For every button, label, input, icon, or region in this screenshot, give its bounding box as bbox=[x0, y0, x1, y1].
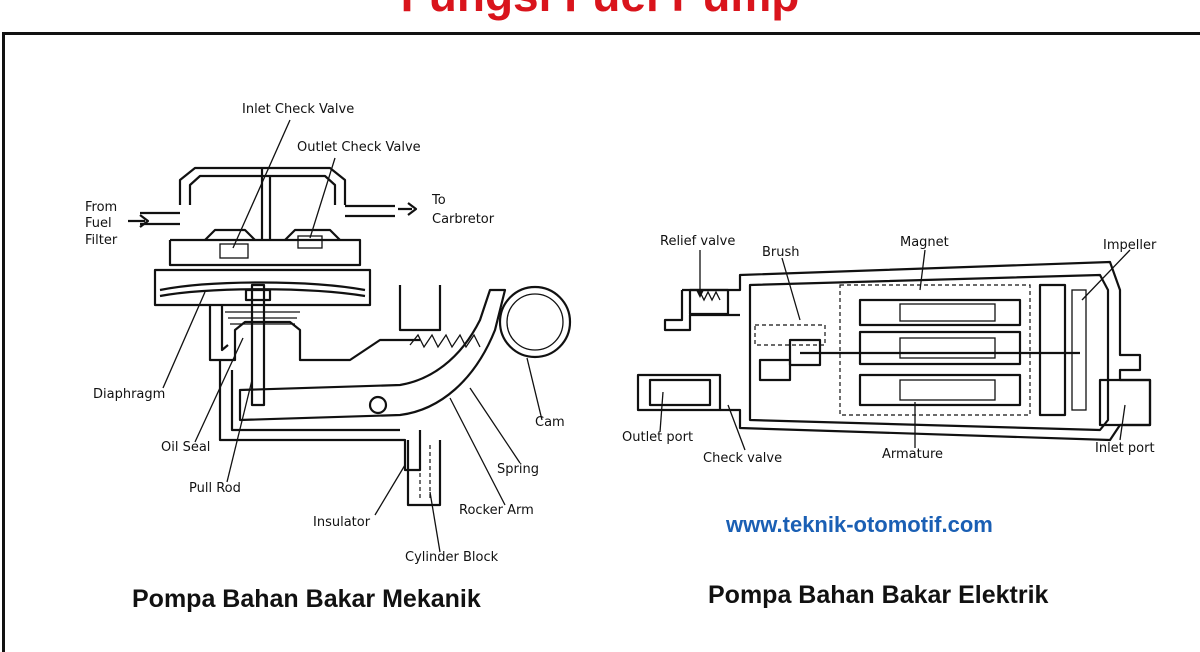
label-to-carbretor-line1: To bbox=[432, 193, 446, 208]
label-cam: Cam bbox=[535, 415, 565, 430]
label-armature: Armature bbox=[882, 447, 944, 462]
label-outlet-check-valve: Outlet Check Valve bbox=[297, 140, 421, 155]
label-spring: Spring bbox=[497, 462, 539, 477]
diagram-drawing bbox=[128, 119, 1152, 553]
mechanical-pump-diagram bbox=[128, 119, 572, 553]
caption-mechanical-pump: Pompa Bahan Bakar Mekanik bbox=[132, 585, 481, 613]
label-relief-valve: Relief valve bbox=[660, 234, 736, 249]
label-inlet-port: Inlet port bbox=[1095, 441, 1155, 456]
label-from-fuel-filter-line2: Fuel bbox=[85, 216, 112, 231]
label-cylinder-block: Cylinder Block bbox=[405, 550, 499, 565]
label-from-fuel-filter-line1: From bbox=[85, 200, 118, 215]
label-oil-seal: Oil Seal bbox=[161, 440, 211, 455]
label-magnet: Magnet bbox=[900, 235, 949, 250]
label-check-valve: Check valve bbox=[703, 451, 783, 466]
label-inlet-check-valve: Inlet Check Valve bbox=[242, 102, 355, 117]
label-brush: Brush bbox=[762, 245, 800, 260]
page-title: Fungsi Fuel Pump bbox=[0, 0, 1200, 20]
label-insulator: Insulator bbox=[313, 515, 371, 530]
diagram-frame bbox=[2, 32, 1200, 652]
label-to-carbretor-line2: Carbretor bbox=[432, 212, 495, 227]
website-url: www.teknik-otomotif.com bbox=[726, 512, 993, 537]
electric-pump-diagram bbox=[636, 249, 1152, 451]
label-pull-rod: Pull Rod bbox=[189, 481, 241, 496]
label-from-fuel-filter-line3: Filter bbox=[85, 233, 118, 248]
label-impeller: Impeller bbox=[1103, 238, 1157, 253]
label-rocker-arm: Rocker Arm bbox=[459, 503, 534, 518]
label-diaphragm: Diaphragm bbox=[93, 387, 166, 402]
label-outlet-port: Outlet port bbox=[622, 430, 694, 445]
caption-electric-pump: Pompa Bahan Bakar Elektrik bbox=[708, 581, 1049, 609]
